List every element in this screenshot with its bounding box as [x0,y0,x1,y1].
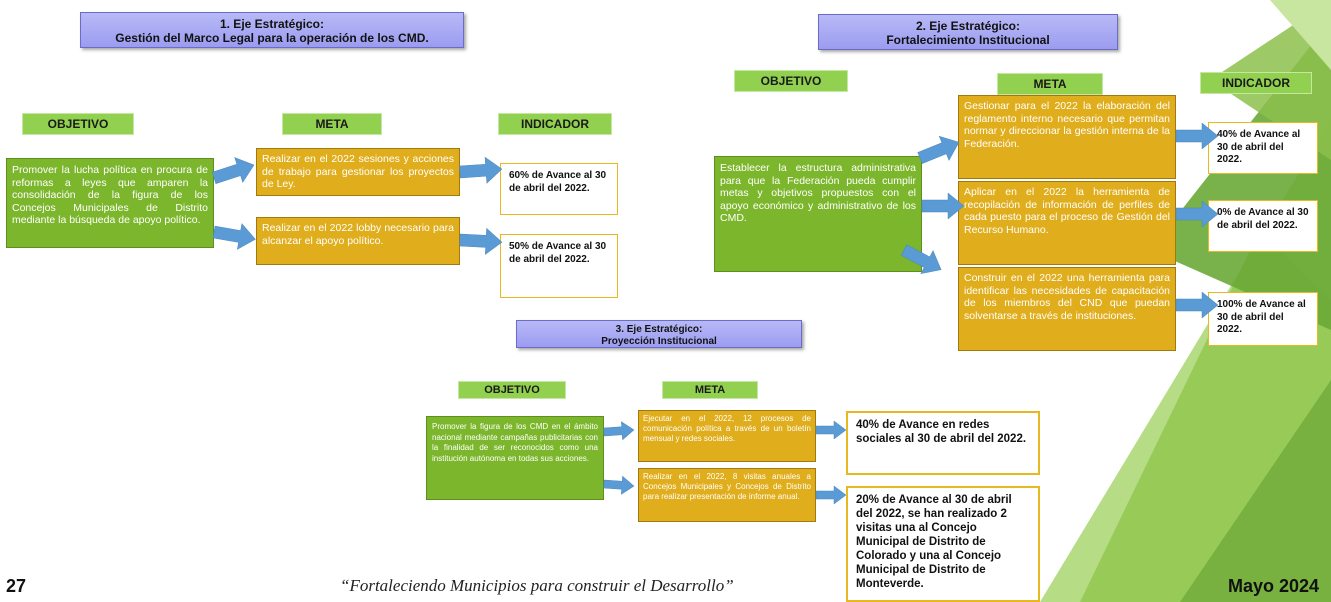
s3-meta-1: Ejecutar en el 2022, 12 procesos de comu… [638,410,816,462]
eje-1-subtitle: Gestión del Marco Legal para la operació… [115,31,429,45]
page-number: 27 [6,576,27,596]
s3-meta-2: Realizar en el 2022, 8 visitas anuales a… [638,468,816,522]
s1-objetivo-box: Promover la lucha política en procura de… [6,158,214,248]
s2-indicador-3: 100% de Avance al 30 de abril del 2022. [1208,292,1318,346]
arrow-s2-objetivo-meta1 [914,129,965,171]
s3-objetivo-box: Promover la figura de los CMD en el ámbi… [426,416,604,500]
eje-3-title-box: 3. Eje Estratégico: Proyección Instituci… [516,320,802,348]
s2-objetivo-header: OBJETIVO [734,70,848,92]
s1-meta-1: Realizar en el 2022 sesiones y acciones … [256,148,460,196]
s2-indicador-header: INDICADOR [1200,72,1312,94]
arrow-s3-objetivo-meta1 [603,420,635,442]
s2-meta-3: Construir en el 2022 una herramienta par… [958,267,1176,351]
s1-indicador-2: 50% de Avance al 30 de abril del 2022. [500,234,618,298]
s3-indicador-1: 40% de Avance en redes sociales al 30 de… [846,411,1040,475]
footer-date: Mayo 2024 [1228,576,1320,596]
arrow-s2-objetivo-meta3 [897,238,948,282]
arrow-s1-objetivo-meta2 [211,218,258,253]
arrow-s1-objetivo-meta1 [209,152,259,191]
s1-objetivo-header: OBJETIVO [22,113,134,135]
s1-meta-header: META [282,113,382,135]
arrow-s2-objetivo-meta2 [921,192,965,220]
eje-2-title: 2. Eje Estratégico: [915,19,1021,33]
arrow-s2-meta2-indicador2 [1175,200,1219,228]
arrow-s2-meta1-indicador1 [1175,122,1219,150]
eje-2-subtitle: Fortalecimiento Institucional [886,33,1050,47]
s2-meta-1: Gestionar para el 2022 la elaboración de… [958,95,1176,179]
eje-3-subtitle: Proyección Institucional [601,336,717,347]
slogan: “Fortaleciendo Municipios para construir… [340,576,734,595]
arrow-s3-objetivo-meta2 [603,474,635,496]
arrow-s3-meta2-indicador2 [815,485,847,505]
arrow-s1-meta2-indicador2 [459,226,503,256]
arrow-s2-meta3-indicador3 [1175,291,1219,319]
s2-meta-2: Aplicar en el 2022 la herramienta de rec… [958,181,1176,265]
eje-1-title: 1. Eje Estratégico: [219,17,325,31]
eje-2-title-box: 2. Eje Estratégico: Fortalecimiento Inst… [818,14,1118,50]
s1-meta-2: Realizar en el 2022 lobby necesario para… [256,217,460,265]
eje-1-title-box: 1. Eje Estratégico: Gestión del Marco Le… [80,12,464,48]
s3-meta-header: META [662,381,758,399]
s3-indicador-2: 20% de Avance al 30 de abril del 2022, s… [846,486,1040,602]
s1-indicador-1: 60% de Avance al 30 de abril del 2022. [500,163,618,215]
s2-indicador-2: 0% de Avance al 30 de abril del 2022. [1208,200,1318,252]
s1-indicador-header: INDICADOR [498,113,612,135]
s3-objetivo-header: OBJETIVO [458,381,566,399]
arrow-s1-meta1-indicador1 [458,155,504,186]
s2-meta-header: META [997,73,1103,95]
eje-3-title: 3. Eje Estratégico: [615,324,703,335]
arrow-s3-meta1-indicador1 [815,420,847,440]
s2-objetivo-box: Establecer la estructura administrativa … [714,156,922,272]
s2-indicador-1: 40% de Avance al 30 de abril del 2022. [1208,122,1318,174]
